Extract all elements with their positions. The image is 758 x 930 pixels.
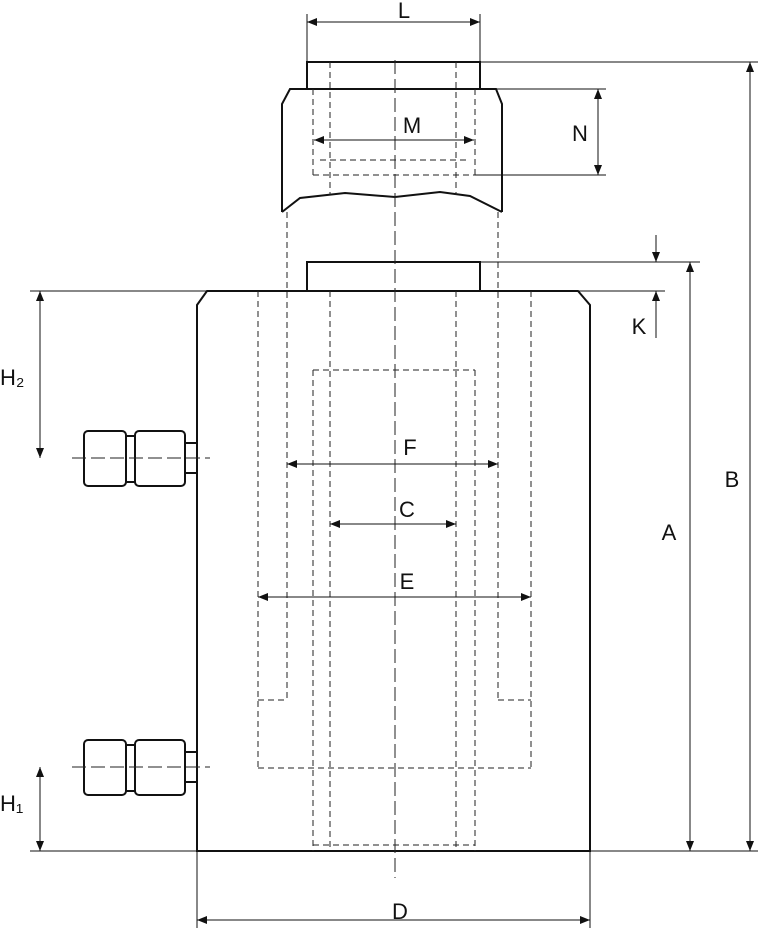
hidden-internal-lines (257, 212, 532, 851)
label-E: E (400, 569, 415, 594)
label-K: K (632, 314, 647, 339)
label-M: M (403, 113, 421, 138)
label-F: F (403, 435, 416, 460)
saddle-top (306, 61, 481, 90)
label-H2: H₂ (0, 365, 24, 390)
label-A: A (662, 520, 677, 545)
coupler-lower (72, 739, 210, 796)
dimension-H1: H₁ (0, 767, 197, 852)
label-D: D (392, 899, 408, 924)
saddle-left-edge (281, 88, 307, 212)
dimension-C: C (330, 497, 456, 528)
dimension-K: K (480, 235, 700, 339)
dimension-N: N (475, 88, 606, 176)
label-H1: H₁ (0, 791, 23, 816)
dimension-M: M (314, 113, 474, 144)
plunger-head (306, 261, 481, 292)
dimension-H2: H₂ (0, 290, 207, 458)
saddle (281, 61, 503, 213)
dimension-D: D (196, 851, 591, 928)
coupler-upper (72, 430, 210, 487)
label-L: L (398, 0, 410, 23)
saddle-right-edge (480, 88, 503, 212)
dimension-A: A (662, 262, 694, 851)
dimension-L: L (306, 0, 481, 62)
dimension-B: B (480, 61, 758, 852)
label-C: C (399, 497, 415, 522)
saddle-break-line (281, 190, 503, 213)
label-N: N (572, 121, 588, 146)
dimension-F: F (287, 435, 498, 468)
dimension-E: E (258, 569, 531, 601)
label-B: B (725, 467, 740, 492)
